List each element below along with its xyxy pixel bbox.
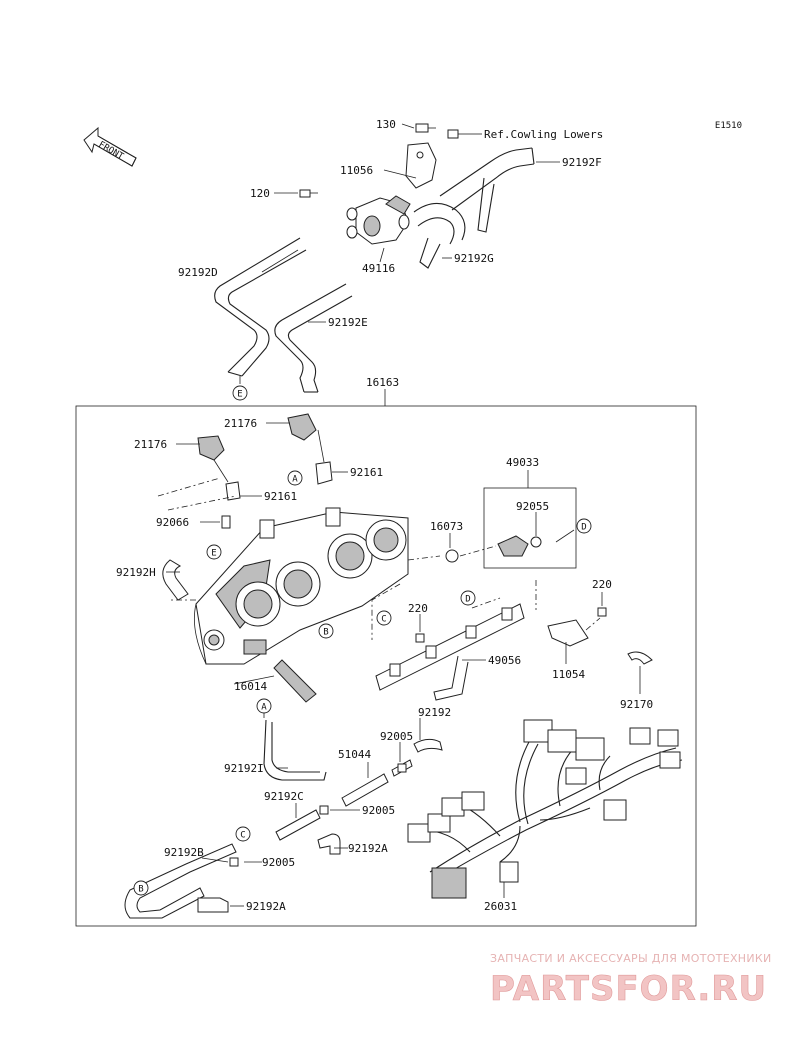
callout-220-a: 220 bbox=[408, 602, 428, 615]
callout-92161-right: 92161 bbox=[350, 466, 383, 479]
svg-text:A: A bbox=[261, 703, 267, 713]
front-arrow-icon: FRONT bbox=[83, 126, 137, 167]
callout-220-b: 220 bbox=[592, 578, 612, 591]
callout-92192I: 92192I bbox=[224, 762, 264, 775]
callout-92192F: 92192F bbox=[562, 156, 602, 169]
callout-26031: 26031 bbox=[484, 900, 517, 913]
callout-92005-b: 92005 bbox=[362, 804, 395, 817]
callout-92161-left: 92161 bbox=[264, 490, 297, 503]
delivery-pipe-49056 bbox=[375, 603, 525, 701]
hose-92192A-2 bbox=[197, 897, 229, 913]
svg-text:D: D bbox=[581, 523, 586, 533]
marker-B-frame: B bbox=[318, 623, 334, 639]
label-16014 bbox=[273, 659, 317, 703]
bracket-11054 bbox=[547, 619, 589, 647]
marker-E-top: E bbox=[232, 385, 248, 401]
marker-A-lower: A bbox=[256, 698, 272, 714]
screw-120-icon bbox=[299, 189, 318, 198]
callout-120: 120 bbox=[250, 187, 270, 200]
callout-92192: 92192 bbox=[418, 706, 451, 719]
callout-92192D: 92192D bbox=[178, 266, 218, 279]
callout-92192H: 92192H bbox=[116, 566, 156, 579]
hose-92192C bbox=[275, 809, 321, 841]
cap-92066 bbox=[221, 515, 231, 529]
fitting-92161-left bbox=[225, 481, 241, 501]
bolt-220-b-icon bbox=[597, 607, 607, 617]
callout-16163: 16163 bbox=[366, 376, 399, 389]
callout-11054: 11054 bbox=[552, 668, 585, 681]
marker-C-frame: C bbox=[376, 610, 392, 626]
svg-text:C: C bbox=[381, 615, 386, 625]
clip-92005-a bbox=[397, 763, 407, 773]
hose-92192E bbox=[274, 283, 353, 393]
callout-49033: 49033 bbox=[506, 456, 539, 469]
callout-92192E: 92192E bbox=[328, 316, 368, 329]
assembly-frame bbox=[75, 405, 697, 927]
callout-92170: 92170 bbox=[620, 698, 653, 711]
callout-49116: 49116 bbox=[362, 262, 395, 275]
callout-92066: 92066 bbox=[156, 516, 189, 529]
svg-text:B: B bbox=[138, 885, 143, 895]
marker-D-injector: D bbox=[576, 518, 592, 534]
callout-11056: 11056 bbox=[340, 164, 373, 177]
svg-text:C: C bbox=[240, 831, 245, 841]
throttle-body-assembly bbox=[193, 507, 409, 665]
callout-92192B: 92192B bbox=[164, 846, 204, 859]
callout-130: 130 bbox=[376, 118, 396, 131]
callout-21176-left: 21176 bbox=[134, 438, 167, 451]
hose-92192B bbox=[124, 843, 237, 919]
seal-16073 bbox=[445, 549, 459, 563]
svg-text:E: E bbox=[211, 549, 216, 559]
hose-92192G bbox=[413, 202, 466, 269]
diagram-code: E1510 bbox=[715, 121, 742, 131]
hose-92192F bbox=[439, 147, 535, 233]
injector-box bbox=[483, 487, 577, 569]
clip-92005-b bbox=[319, 805, 329, 815]
svg-text:E: E bbox=[237, 390, 242, 400]
watermark-logo: PARTSFOR.RU bbox=[490, 969, 767, 1009]
bolt-130-icon bbox=[415, 123, 436, 133]
callout-16014: 16014 bbox=[234, 680, 267, 693]
injector-49033 bbox=[497, 535, 542, 557]
callout-49056: 49056 bbox=[488, 654, 521, 667]
callout-92005-a: 92005 bbox=[380, 730, 413, 743]
callout-92005-c: 92005 bbox=[262, 856, 295, 869]
svg-text:B: B bbox=[323, 628, 328, 638]
clip-92005-c bbox=[229, 857, 239, 867]
marker-B-lower: B bbox=[133, 880, 149, 896]
wiring-harness-26031 bbox=[407, 719, 683, 899]
callout-92192C: 92192C bbox=[264, 790, 304, 803]
svg-text:A: A bbox=[292, 475, 298, 485]
hose-92192 bbox=[413, 738, 443, 753]
callout-92192A-1: 92192A bbox=[348, 842, 388, 855]
hose-92192I bbox=[263, 719, 327, 781]
fitting-92161-right bbox=[315, 461, 333, 485]
hose-92192H bbox=[162, 559, 189, 601]
marker-A-top: A bbox=[287, 470, 303, 486]
marker-C-lower: C bbox=[235, 826, 251, 842]
callout-92192A-2: 92192A bbox=[246, 900, 286, 913]
hose-92192A-1 bbox=[317, 833, 341, 855]
callout-ref-cowling: Ref.Cowling Lowers bbox=[484, 128, 603, 141]
callout-51044: 51044 bbox=[338, 748, 371, 761]
marker-E-frame: E bbox=[206, 544, 222, 560]
callout-16073: 16073 bbox=[430, 520, 463, 533]
sensor-21176-left bbox=[197, 435, 225, 461]
hose-92192D bbox=[214, 237, 307, 377]
air-switching-valve bbox=[346, 142, 437, 245]
bolt-220-a-icon bbox=[415, 633, 425, 643]
bolt-ref-icon bbox=[447, 129, 466, 139]
watermark-tagline: ЗАПЧАСТИ И АКСЕССУАРЫ ДЛЯ МОТОТЕХНИКИ bbox=[490, 952, 772, 965]
marker-D-pipe: D bbox=[460, 590, 476, 606]
clamp-92170 bbox=[627, 651, 653, 665]
svg-text:D: D bbox=[465, 595, 470, 605]
sensor-21176-right bbox=[287, 413, 317, 441]
callout-92192G: 92192G bbox=[454, 252, 494, 265]
callout-21176-right: 21176 bbox=[224, 417, 257, 430]
callout-92055: 92055 bbox=[516, 500, 549, 513]
